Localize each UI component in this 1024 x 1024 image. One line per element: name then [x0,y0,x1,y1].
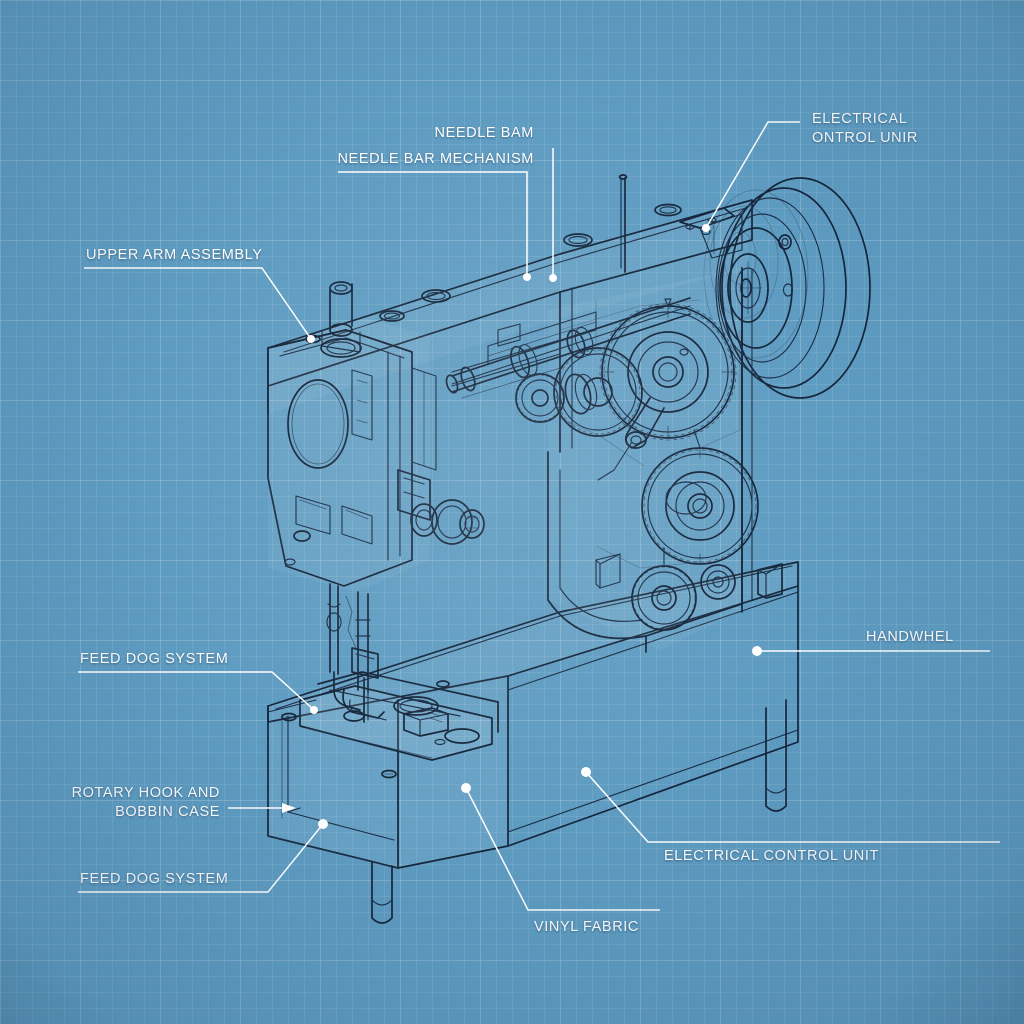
leader-needle-bar-mechanism [338,171,528,277]
callout-label-upper-arm-assembly: UPPER ARM ASSEMBLY [86,247,263,263]
gear-train [515,298,759,631]
gear-tiny-roller [700,564,736,600]
callout-label-needle-bam: NEEDLE BAM [434,125,534,141]
handwheel-pulley [699,177,871,399]
leader-dot-feed-dog-system-lower [318,819,328,829]
leader-dot-upper-arm-assembly [307,335,315,343]
gear-idler-shaft [564,373,598,415]
machine-column [547,267,753,653]
leader-dot-electrical-control-unit [581,767,591,777]
leader-electrical-control-unir [705,121,800,229]
leader-dot-needle-bar-mechanism [523,273,531,281]
callout-label-rotary-hook-and-bobbin-case: ROTARY HOOK AND BOBBIN CASE [71,785,220,820]
leader-electrical-control-unit [585,771,1000,843]
leader-vinyl-fabric [465,787,660,911]
machine-head [267,281,485,592]
leader-dot-handwhel [752,646,762,656]
leader-upper-arm-assembly [84,267,312,340]
leader-dot-feed-dog-system-upper [310,706,318,714]
leader-feed-dog-system-lower [78,823,324,893]
leader-arrow-rotary-hook [282,803,296,813]
callout-label-feed-dog-system-lower: FEED DOG SYSTEM [80,871,229,887]
callout-label-feed-dog-system-upper: FEED DOG SYSTEM [80,651,229,667]
gear-small-left [515,373,565,423]
leader-dot-vinyl-fabric [461,783,471,793]
callout-label-electrical-control-unit: ELECTRICAL CONTROL UNIT [664,848,879,864]
leader-dot-needle-bam [549,274,557,282]
callout-label-vinyl-fabric: VINYL FABRIC [534,919,639,935]
arm-belt-cover [487,311,597,365]
bed-plate-assembly [267,671,499,779]
needle-bar-and-presser-foot [326,583,387,723]
gear-medium-left [553,347,643,437]
leader-dot-electrical-control-unir [702,224,710,232]
callout-label-electrical-control-unir: ELECTRICAL ONTROL UNIR [812,111,918,146]
main-drive-shaft [445,297,691,394]
callout-label-needle-bar-mechanism: NEEDLE BAR MECHANISM [337,151,534,167]
leader-feed-dog-system-upper [78,671,315,711]
callout-label-handwhel: HANDWHEL [866,629,954,645]
